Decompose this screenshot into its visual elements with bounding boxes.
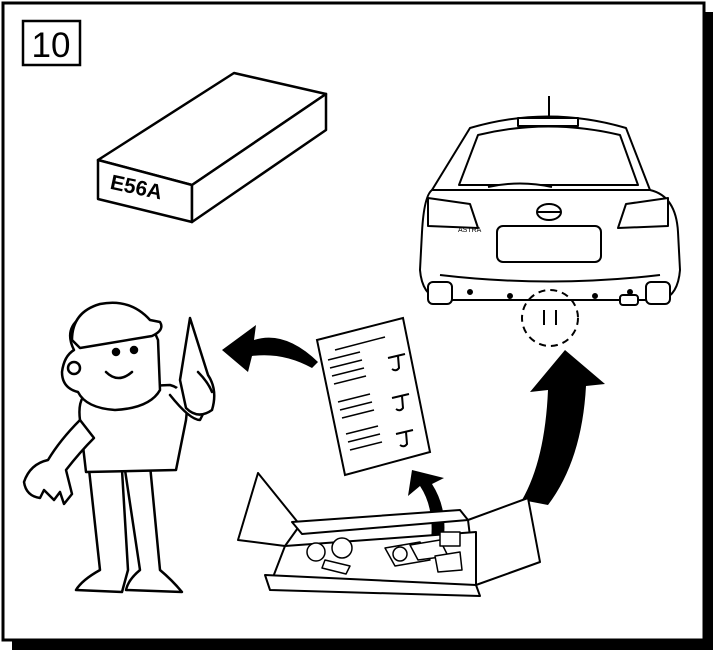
car-badge: ASTRA	[458, 227, 482, 234]
step-number-badge: 10	[23, 21, 80, 65]
step-number: 10	[32, 26, 71, 65]
